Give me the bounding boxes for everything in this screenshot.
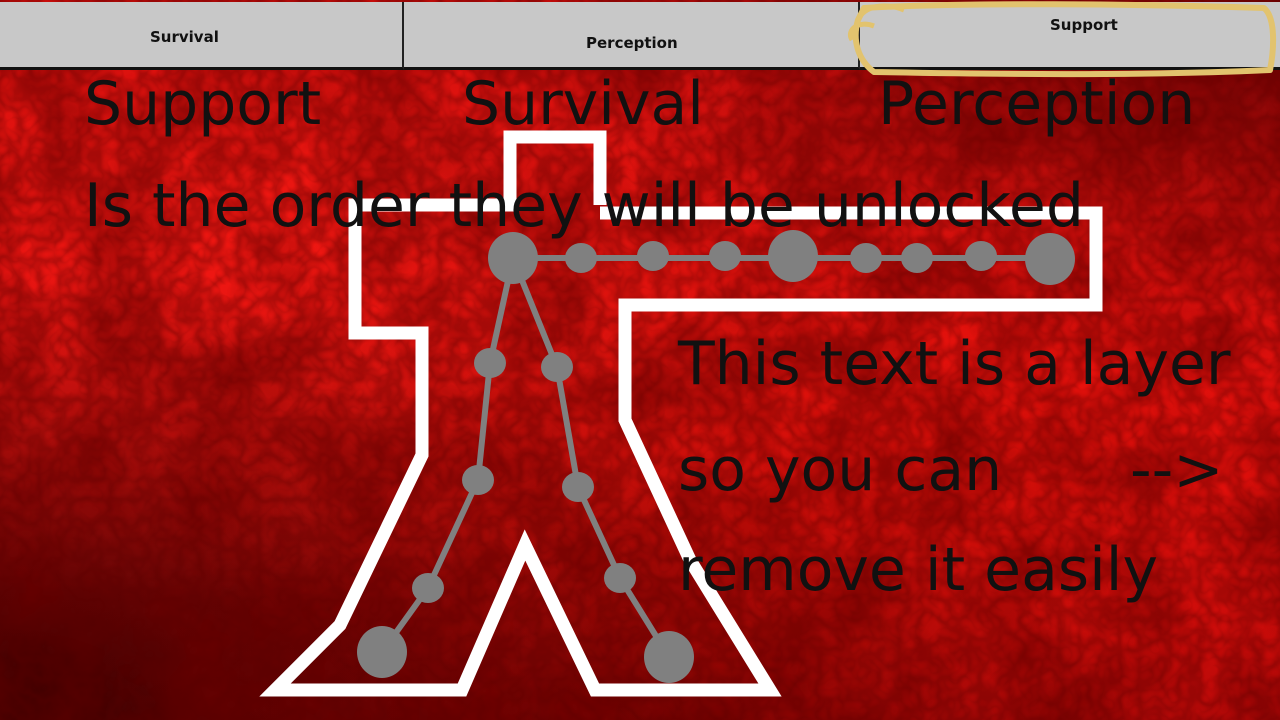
skill-node-left-leg-1[interactable] bbox=[474, 348, 506, 378]
tab-perception[interactable]: Perception bbox=[404, 2, 860, 70]
skill-node-left-leg-3[interactable] bbox=[412, 573, 444, 603]
skill-node-arm-3[interactable] bbox=[709, 241, 741, 271]
skill-node-left-leg-end[interactable] bbox=[357, 626, 407, 678]
layer-note-line-2: so you can bbox=[678, 435, 1003, 505]
skill-node-right-leg-2[interactable] bbox=[562, 472, 594, 502]
layer-note-arrow: --> bbox=[1130, 435, 1224, 505]
skill-node-left-leg-2[interactable] bbox=[462, 465, 494, 495]
layer-note-line-1: This text is a layer bbox=[678, 329, 1231, 399]
skill-node-arm-end[interactable] bbox=[1025, 233, 1075, 285]
tab-perception-label: Perception bbox=[586, 34, 678, 52]
unlock-order-survival: Survival bbox=[462, 69, 704, 139]
unlock-order-perception: Perception bbox=[878, 69, 1196, 139]
unlock-order-support: Support bbox=[84, 69, 322, 139]
tab-support[interactable]: Support bbox=[860, 2, 1280, 70]
skill-node-arm-1[interactable] bbox=[565, 243, 597, 273]
skill-node-arm-6[interactable] bbox=[965, 241, 997, 271]
layer-note-line-3: remove it easily bbox=[678, 535, 1158, 605]
skill-node-root[interactable] bbox=[488, 232, 538, 284]
unlock-order-note: Is the order they will be unlocked bbox=[84, 171, 1084, 241]
tab-support-label: Support bbox=[1050, 16, 1118, 34]
figure-outline bbox=[259, 130, 1103, 697]
tab-survival-label: Survival bbox=[150, 28, 219, 46]
skill-node-arm-5[interactable] bbox=[901, 243, 933, 273]
skill-node-arm-4[interactable] bbox=[850, 243, 882, 273]
skill-node-right-leg-end[interactable] bbox=[644, 631, 694, 683]
skill-node-right-leg-1[interactable] bbox=[541, 352, 573, 382]
skill-node-arm-2[interactable] bbox=[637, 241, 669, 271]
skill-node-arm-mid[interactable] bbox=[768, 230, 818, 282]
skill-node-right-leg-3[interactable] bbox=[604, 563, 636, 593]
tab-survival[interactable]: Survival bbox=[0, 2, 404, 70]
